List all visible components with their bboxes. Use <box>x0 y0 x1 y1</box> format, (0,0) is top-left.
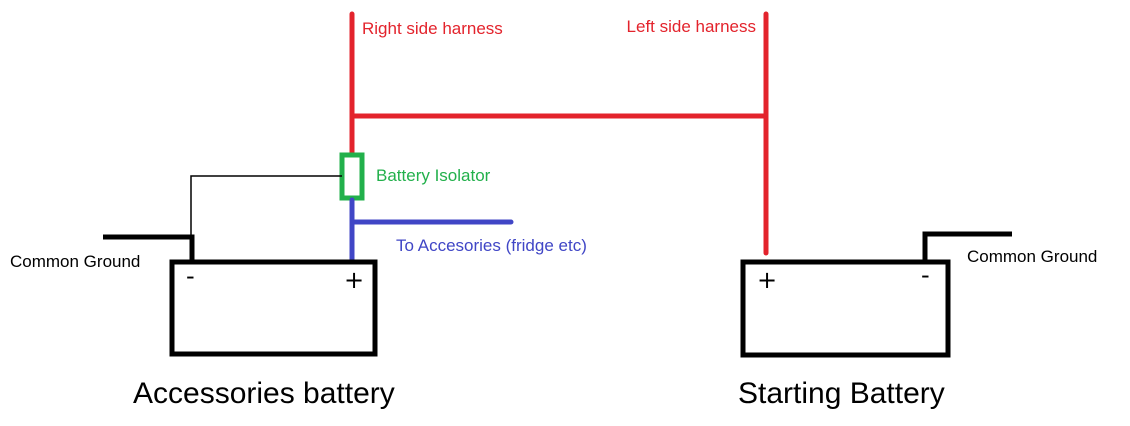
battery-isolator-label: Battery Isolator <box>376 166 491 185</box>
starting-positive-terminal: + <box>757 266 777 294</box>
accessories-feed-label: To Accesories (fridge etc) <box>396 236 587 255</box>
right-side-harness-label: Right side harness <box>362 19 503 38</box>
accessories-battery-label: Accessories battery <box>133 377 395 410</box>
common-ground-label-right: Common Ground <box>967 247 1097 266</box>
starting-battery <box>740 259 951 358</box>
accessories-battery <box>169 259 378 357</box>
isolator-ground-wire <box>190 175 342 236</box>
starting-battery-label: Starting Battery <box>738 377 945 410</box>
starting-negative-terminal: - <box>921 261 930 289</box>
accessories-negative-terminal: - <box>186 262 195 290</box>
left-side-harness-label: Left side harness <box>627 17 756 36</box>
common-ground-wire-right <box>922 231 1012 260</box>
accessories-positive-terminal: + <box>344 266 364 294</box>
battery-isolator <box>339 152 365 201</box>
common-ground-label-left: Common Ground <box>10 252 140 271</box>
common-ground-wire-left <box>103 234 195 260</box>
